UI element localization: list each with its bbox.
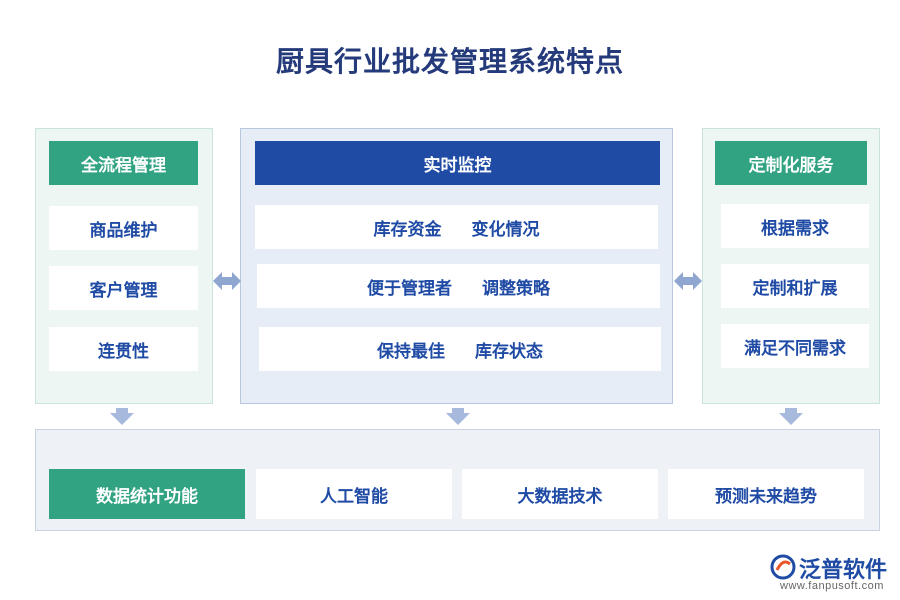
middle-row-2-text-a: 便于管理者 [367,278,452,298]
page-title: 厨具行业批发管理系统特点 [275,46,624,77]
logo-icon [770,554,796,580]
middle-row-1: 库存资金 变化情况 [255,205,658,249]
double-arrow-icon-left [213,272,241,290]
bottom-item-3: 预测未来趋势 [668,469,864,519]
middle-row-1-text-a: 库存资金 [373,219,442,239]
middle-row-3-text-a: 保持最佳 [377,341,445,361]
bottom-item-2: 大数据技术 [462,469,658,519]
left-item-1: 商品维护 [49,206,198,250]
left-item-2: 客户管理 [49,266,198,310]
down-arrow-icon-middle [446,408,470,425]
logo-url: www.fanpusoft.com [780,580,884,592]
right-item-3: 满足不同需求 [721,324,869,368]
brand-logo: 泛普软件 www.fanpusoft.com [770,552,895,596]
bottom-panel-header: 数据统计功能 [49,469,245,519]
logo-name: 泛普软件 [799,557,888,582]
middle-row-3-text-b: 库存状态 [475,341,543,361]
right-item-2: 定制和扩展 [721,264,869,308]
middle-row-2-text-b: 调整策略 [482,278,550,298]
middle-row-1-text-b: 变化情况 [471,219,540,239]
right-item-1: 根据需求 [721,204,869,248]
middle-row-3: 保持最佳 库存状态 [259,327,661,371]
right-panel-header: 定制化服务 [715,141,867,185]
middle-panel-header: 实时监控 [255,141,660,185]
bottom-item-1: 人工智能 [256,469,452,519]
middle-row-2: 便于管理者 调整策略 [257,264,660,308]
down-arrow-icon-right [779,408,803,425]
left-panel-header: 全流程管理 [49,141,198,185]
down-arrow-icon-left [110,408,134,425]
left-item-3: 连贯性 [49,327,198,371]
double-arrow-icon-right [674,272,702,290]
